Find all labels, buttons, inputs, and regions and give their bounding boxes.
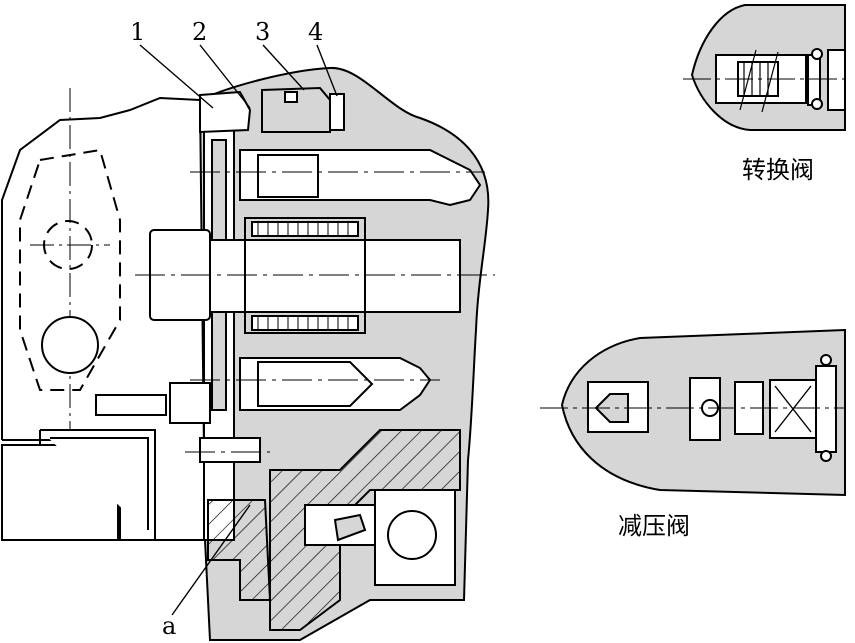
- lower-left-block: [1, 429, 156, 541]
- bottom-valve: [304, 489, 456, 586]
- hatched-casting: [207, 429, 461, 631]
- upper-piston: [239, 149, 482, 207]
- switch-valve-caption: 转换阀: [742, 156, 814, 184]
- callout-1: 1: [130, 18, 146, 46]
- lever-pivot-circle: [41, 316, 99, 374]
- port-plate: [203, 129, 235, 541]
- bearing-rollers: [257, 222, 349, 330]
- reducing-valve-caption: 减压阀: [618, 512, 690, 540]
- lower-piston: [95, 357, 432, 463]
- centerlines: [135, 171, 495, 453]
- callout-leaders: [139, 44, 338, 616]
- callout-a: a: [162, 612, 177, 640]
- top-components: [199, 86, 345, 134]
- callout-4: 4: [308, 18, 324, 46]
- reducing-valve-detail: [540, 328, 846, 497]
- lever-centerlines: [30, 88, 110, 430]
- switch-valve-detail: [683, 4, 846, 131]
- callout-3: 3: [255, 18, 271, 46]
- callout-2: 2: [192, 18, 208, 46]
